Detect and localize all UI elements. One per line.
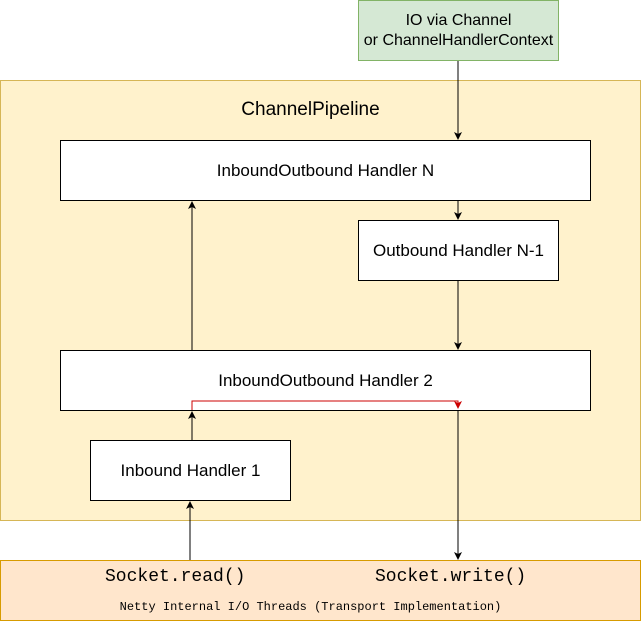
io-via-channel-box: IO via Channel or ChannelHandlerContext	[358, 0, 559, 61]
pipeline-title: ChannelPipeline	[241, 99, 380, 120]
inbound-handler-1: Inbound Handler 1	[90, 440, 291, 501]
io-box-line1: IO via Channel	[405, 11, 512, 29]
socket-read-label: Socket.read()	[105, 567, 246, 587]
inbound-outbound-handler-n: InboundOutbound Handler N	[60, 140, 591, 201]
outbound-handler-n-1: Outbound Handler N-1	[358, 220, 559, 281]
red-arrow-inbound-to-outbound	[191, 400, 462, 410]
transport-caption: Netty Internal I/O Threads (Transport Im…	[119, 600, 502, 614]
io-box-line2: or ChannelHandlerContext	[363, 31, 554, 49]
transport-implementation-box: Socket.read() Socket.write() Netty Inter…	[0, 560, 641, 621]
socket-write-label: Socket.write()	[375, 567, 527, 587]
